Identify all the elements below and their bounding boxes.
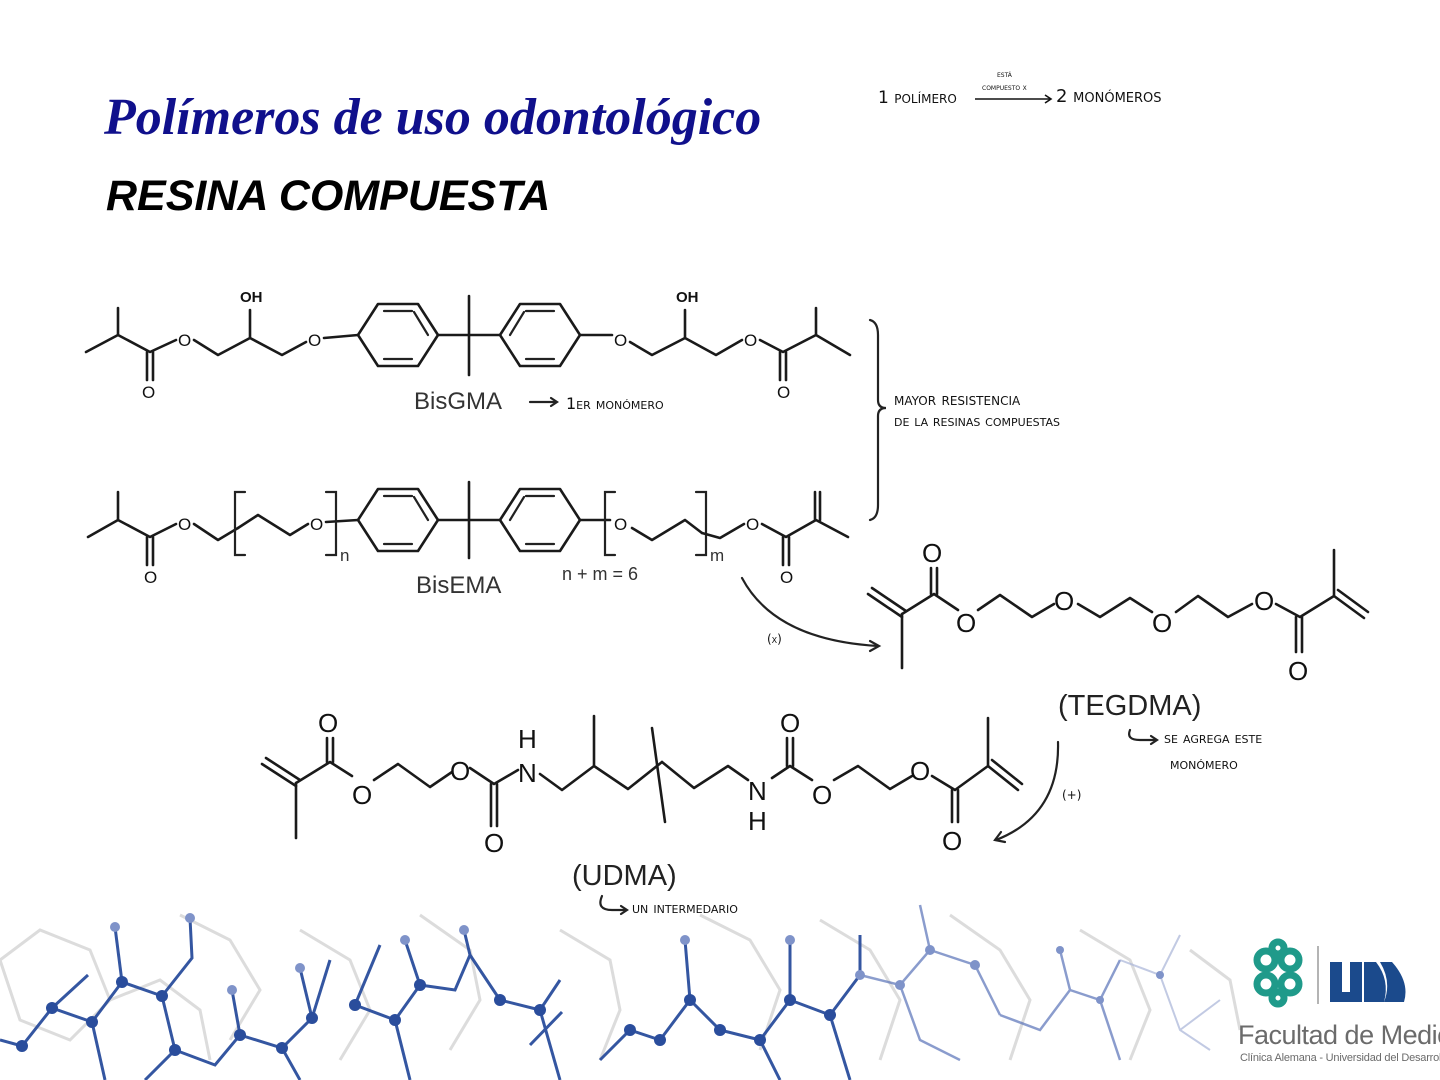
svg-text:O: O [777,383,790,402]
x-mark: (x) [767,632,782,646]
logo-faculty-text: Facultad de Medicina [1238,1020,1440,1050]
svg-text:O: O [484,828,504,858]
svg-text:O: O [142,383,155,402]
hook-arrow-icon-udma [599,894,628,912]
bisema-subscript-n: n [340,546,350,565]
curved-arrow-icon [740,576,880,648]
udma-note: un intermedario [632,898,738,917]
logo-institution-text: Clínica Alemana - Universidad del Desarr… [1240,1052,1440,1064]
plus-mark: (+) [1062,788,1082,802]
svg-text:O: O [178,331,191,350]
svg-text:O: O [956,608,976,638]
hook-arrow-icon-tegdma [1128,728,1158,742]
svg-text:H: H [518,724,537,754]
svg-text:O: O [1152,608,1172,638]
bisgma-note: 1er monómero [566,394,664,413]
slide-subtitle: RESINA COMPUESTA [106,172,551,220]
svg-text:O: O [780,708,800,738]
udd-wordmark-icon [1330,962,1406,1002]
note-arrow-label-top: está [997,70,1012,80]
udma-structure: O O O O H N N H O O O O [260,708,1024,858]
svg-text:H: H [748,806,767,836]
svg-text:O: O [780,568,793,587]
tegdma-note-line2: monómero [1170,754,1238,773]
svg-text:OH: OH [240,289,263,306]
svg-text:O: O [144,568,157,587]
bisema-label: BisEMA [416,572,502,599]
svg-text:O: O [614,331,627,350]
svg-text:O: O [942,826,962,856]
svg-text:O: O [812,780,832,810]
curved-arrow-icon-2 [994,740,1060,842]
clinica-alemana-emblem-icon [1253,938,1303,1008]
note-monomers: 2 monómeros [1056,86,1162,107]
svg-text:O: O [614,515,627,534]
slide-title: Polímeros de uso odontológico [104,89,762,146]
note-arrow-label-bottom: compuesto x [982,83,1027,92]
note-polymer: 1 polímero [878,88,957,108]
bisema-structure: O O O O O O [86,480,850,587]
svg-text:O: O [352,780,372,810]
svg-text:O: O [310,515,323,534]
bisgma-label: BisGMA [414,388,503,415]
svg-text:N: N [518,758,537,788]
svg-text:O: O [746,515,759,534]
svg-text:O: O [1288,656,1308,686]
udma-label: (UDMA) [572,860,677,892]
svg-text:O: O [450,756,470,786]
svg-text:O: O [1254,586,1274,616]
brace-note-line2: de la resinas compuestas [894,412,1061,430]
svg-text:O: O [178,515,191,534]
svg-text:O: O [910,756,930,786]
bisema-formula: n + m = 6 [562,564,639,584]
bisgma-structure: O O O O O O OH OH [84,289,852,402]
brace-note-line1: mayor resistencia [894,390,1021,410]
brace-icon [868,318,887,522]
tegdma-structure: O O O O O O [866,538,1370,686]
tegdma-label: (TEGDMA) [1058,690,1202,722]
svg-text:O: O [744,331,757,350]
svg-text:O: O [308,331,321,350]
svg-text:O: O [922,538,942,568]
svg-text:OH: OH [676,289,699,306]
tegdma-note-line1: se agrega este [1164,728,1263,747]
svg-text:O: O [1054,586,1074,616]
bisema-subscript-m: m [710,546,725,565]
svg-text:N: N [748,776,767,806]
svg-text:O: O [318,708,338,738]
